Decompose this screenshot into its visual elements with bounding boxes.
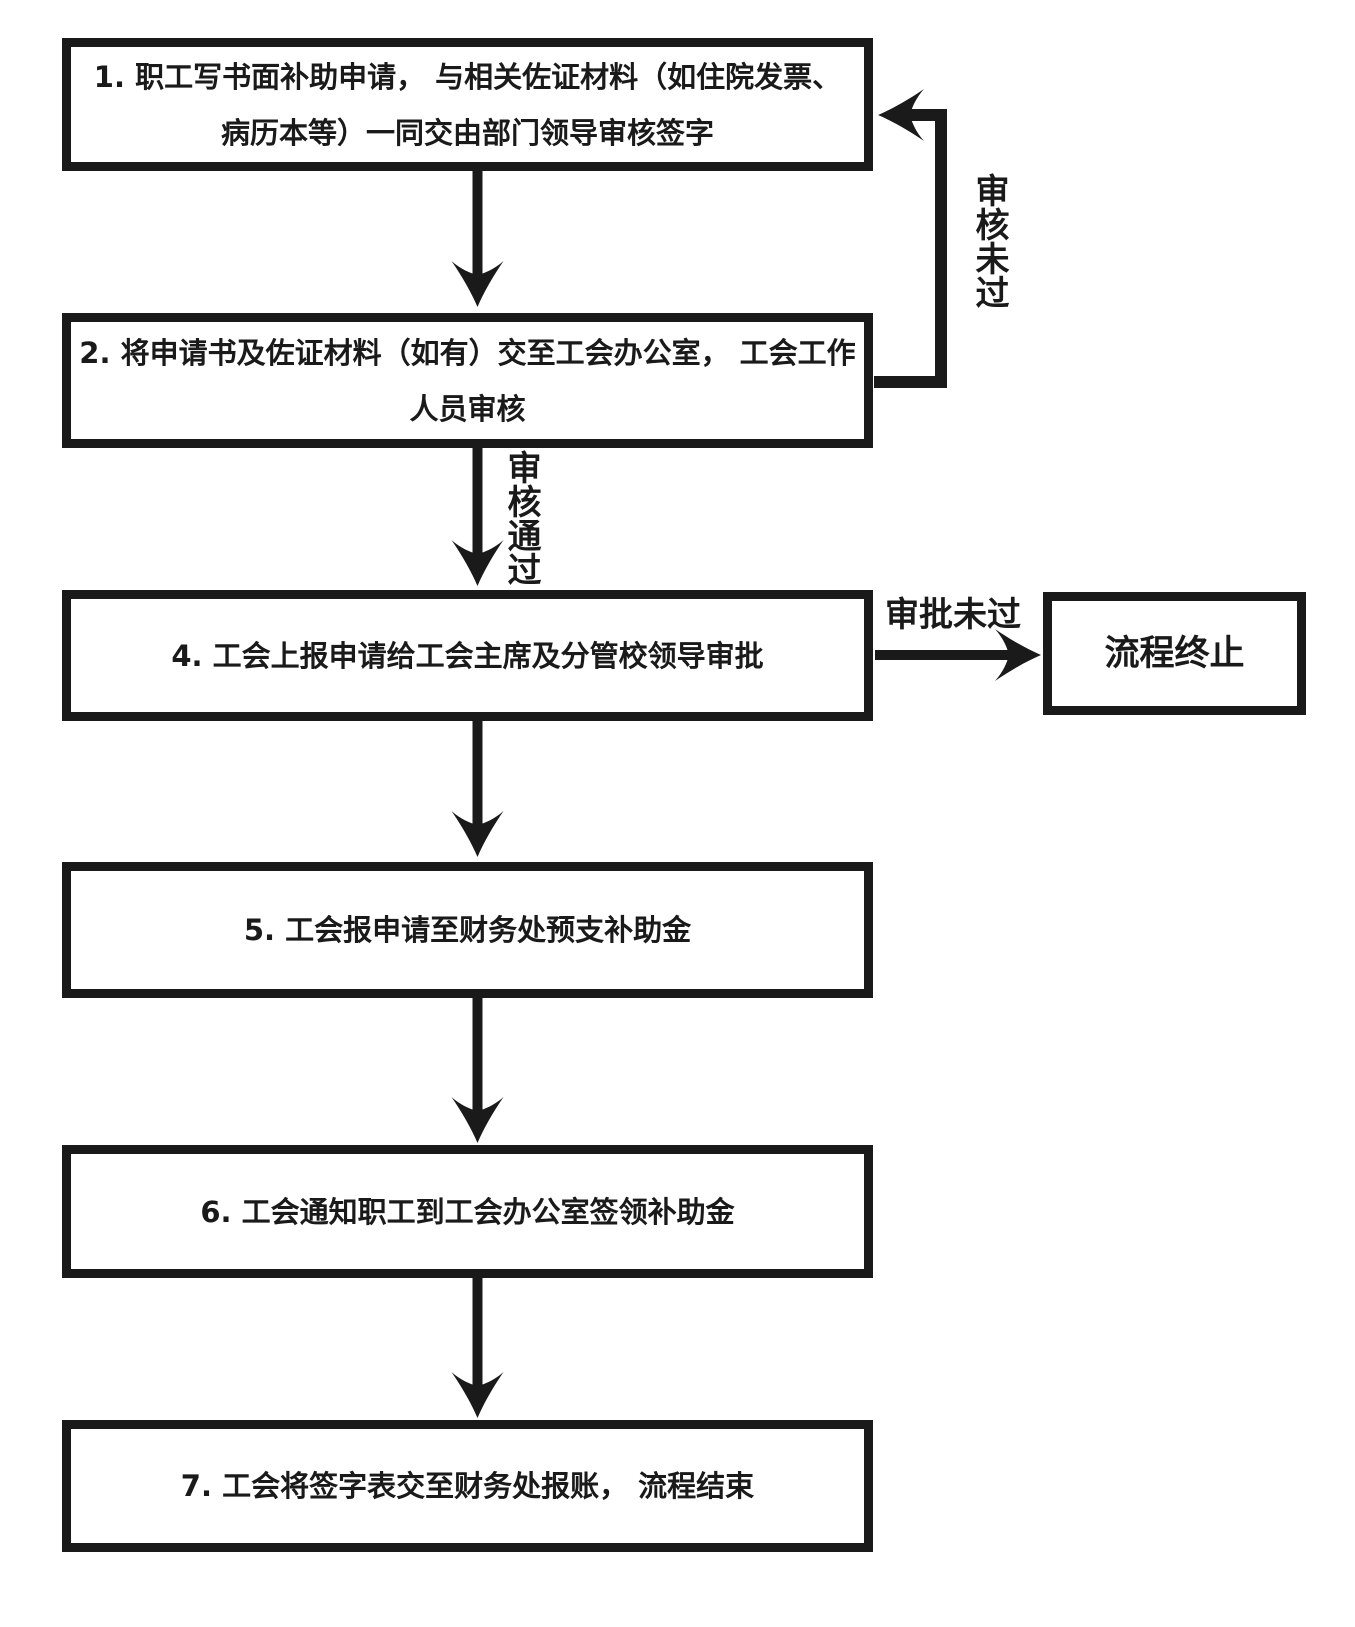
node-step-2-line-1: 2. 将申请书及佐证材料（如有）交至工会办公室， 工会工作 bbox=[79, 335, 856, 370]
node-step-5: 5. 工会报申请至财务处预支补助金 bbox=[62, 862, 873, 998]
node-step-4: 4. 工会上报申请给工会主席及分管校领导审批 bbox=[62, 590, 873, 721]
arrow-step2-loopback-step1 bbox=[874, 89, 947, 388]
edge-label-review-passed: 审核通过 bbox=[501, 450, 541, 586]
node-step-1-line-1: 1. 职工写书面补助申请， 与相关佐证材料（如住院发票、 bbox=[93, 59, 842, 94]
arrow-step4-to-terminate bbox=[875, 629, 1041, 681]
node-step-7: 7. 工会将签字表交至财务处报账， 流程结束 bbox=[62, 1420, 873, 1552]
arrow-step5-to-step6 bbox=[451, 996, 504, 1143]
node-step-6: 6. 工会通知职工到工会办公室签领补助金 bbox=[62, 1145, 873, 1278]
edge-label-approval-not-passed: 审批未过 bbox=[885, 595, 1021, 635]
edge-label-review-not-passed: 审核未过 bbox=[969, 173, 1009, 309]
node-step-1-line-2: 病历本等）一同交由部门领导审核签字 bbox=[220, 115, 714, 150]
arrow-step1-to-step2 bbox=[451, 166, 504, 307]
node-terminate: 流程终止 bbox=[1043, 592, 1306, 715]
node-step-5-line-1: 5. 工会报申请至财务处预支补助金 bbox=[243, 913, 692, 947]
node-step-2-line-2: 人员审核 bbox=[409, 391, 526, 426]
node-step-1: 1. 职工写书面补助申请， 与相关佐证材料（如住院发票、 病历本等）一同交由部门… bbox=[62, 38, 873, 171]
node-step-2: 2. 将申请书及佐证材料（如有）交至工会办公室， 工会工作 人员审核 bbox=[62, 313, 873, 448]
node-step-7-line-1: 7. 工会将签字表交至财务处报账， 流程结束 bbox=[180, 1469, 755, 1503]
arrow-step2-to-step4 bbox=[451, 444, 504, 586]
arrow-step4-to-step5 bbox=[451, 716, 504, 857]
node-step-4-line-1: 4. 工会上报申请给工会主席及分管校领导审批 bbox=[171, 638, 764, 673]
node-terminate-line-1: 流程终止 bbox=[1104, 633, 1245, 674]
node-step-6-line-1: 6. 工会通知职工到工会办公室签领补助金 bbox=[200, 1194, 735, 1229]
arrow-step6-to-step7 bbox=[451, 1274, 504, 1418]
